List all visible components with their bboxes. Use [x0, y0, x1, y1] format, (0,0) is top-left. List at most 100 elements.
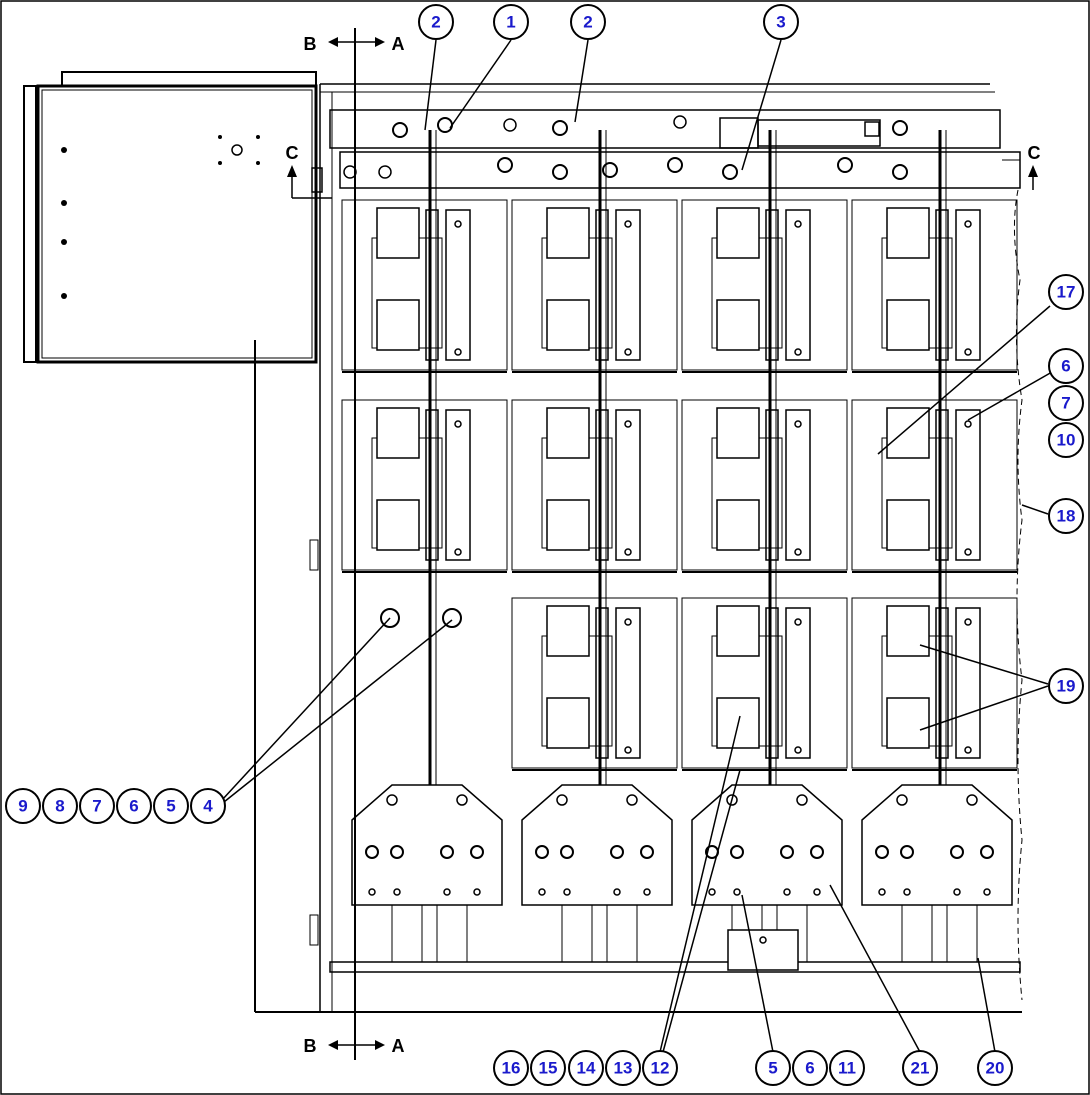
terminal-bolt	[470, 845, 484, 859]
terminal-bolt	[810, 845, 824, 859]
rail-bracket	[765, 607, 779, 759]
terminal-hole	[443, 888, 451, 896]
fastener	[964, 348, 972, 356]
support-leg	[606, 904, 638, 963]
rail-bracket	[445, 209, 471, 361]
callout-label: 21	[911, 1059, 930, 1078]
rail-bracket	[785, 409, 811, 561]
terminal-bolt	[875, 845, 889, 859]
support-leg	[436, 904, 468, 963]
callout-label: 15	[539, 1059, 558, 1078]
terminal-bolt	[640, 845, 654, 859]
callout-label: 7	[92, 797, 101, 816]
terminal-bolt	[456, 794, 468, 806]
terminal-hole	[903, 888, 911, 896]
section-label-b-bottom: B	[304, 1036, 317, 1056]
module-bay	[681, 199, 848, 371]
callout-6: 6	[116, 788, 152, 824]
support-leg	[391, 904, 423, 963]
fastener	[624, 746, 632, 754]
capacitor-block	[376, 499, 420, 551]
callout-label: 20	[986, 1059, 1005, 1078]
terminal-bolt	[440, 845, 454, 859]
terminal-hole	[563, 888, 571, 896]
rail-bracket	[445, 409, 471, 561]
callout-1: 1	[493, 4, 529, 40]
rail-bracket	[615, 409, 641, 561]
capacitor-block	[546, 697, 590, 749]
module-bays	[341, 130, 1018, 971]
callout-2: 2	[570, 4, 606, 40]
callout-4: 4	[190, 788, 226, 824]
callout-label: 16	[502, 1059, 521, 1078]
rail-bracket	[765, 209, 779, 361]
terminal-hole	[613, 888, 621, 896]
rail-bracket	[785, 209, 811, 361]
capacitor-block	[546, 499, 590, 551]
terminal-hole	[813, 888, 821, 896]
terminal-bolt	[980, 845, 994, 859]
callout-label: 4	[203, 797, 213, 816]
capacitor-block	[716, 207, 760, 259]
terminal-bolt	[560, 845, 574, 859]
capacitor-block	[376, 407, 420, 459]
section-label-c-left: C	[286, 143, 299, 163]
callout-7: 7	[1048, 385, 1084, 421]
fastener	[624, 618, 632, 626]
capacitor-block	[886, 207, 930, 259]
terminal-plate	[861, 784, 1013, 906]
control-box	[23, 71, 1022, 1013]
callout-19: 19	[1048, 668, 1084, 704]
rail-bracket	[935, 209, 949, 361]
capacitor-block	[886, 605, 930, 657]
callout-21: 21	[902, 1050, 938, 1086]
capacitor-block	[546, 605, 590, 657]
terminal-hole	[708, 888, 716, 896]
fastener	[794, 746, 802, 754]
callout-label: 5	[768, 1059, 777, 1078]
callout-label: 14	[577, 1059, 596, 1078]
callout-label: 6	[805, 1059, 814, 1078]
module-bay	[341, 399, 508, 571]
callout-2: 2	[418, 4, 454, 40]
rail-bracket	[955, 409, 981, 561]
terminal-hole	[733, 888, 741, 896]
module-bay	[681, 399, 848, 571]
leader-lines	[221, 39, 1053, 1053]
rail-bracket	[425, 409, 439, 561]
terminal-bolt	[610, 845, 624, 859]
rail-bracket	[615, 607, 641, 759]
rail-bracket	[935, 409, 949, 561]
module-bay	[681, 597, 848, 769]
capacitor-block	[716, 499, 760, 551]
fastener	[454, 348, 462, 356]
terminal-bolt	[966, 794, 978, 806]
terminal-bolt	[950, 845, 964, 859]
terminal-bolt	[796, 794, 808, 806]
rail-bracket	[955, 209, 981, 361]
capacitor-block	[886, 299, 930, 351]
fastener	[964, 420, 972, 428]
capacitor-block	[716, 299, 760, 351]
fastener	[624, 548, 632, 556]
terminal-hole	[643, 888, 651, 896]
capacitor-block	[376, 207, 420, 259]
callout-3: 3	[763, 4, 799, 40]
module-bay	[511, 597, 678, 769]
fastener	[624, 220, 632, 228]
section-label-a-bottom: A	[392, 1036, 405, 1056]
callout-group-bottom: 16 15 14 13 12 5 6 11 21 20	[493, 1050, 1013, 1086]
callout-6: 6	[1048, 348, 1084, 384]
fastener	[759, 936, 767, 944]
rail-bracket	[785, 607, 811, 759]
callout-label: 2	[431, 13, 440, 32]
callout-label: 9	[18, 797, 27, 816]
module-bay	[851, 399, 1018, 571]
rail-bracket	[595, 607, 609, 759]
fastener	[964, 548, 972, 556]
terminal-bolt	[365, 845, 379, 859]
terminal-hole	[393, 888, 401, 896]
capacitor-block	[716, 407, 760, 459]
callout-15: 15	[530, 1050, 566, 1086]
rail-bracket	[955, 607, 981, 759]
